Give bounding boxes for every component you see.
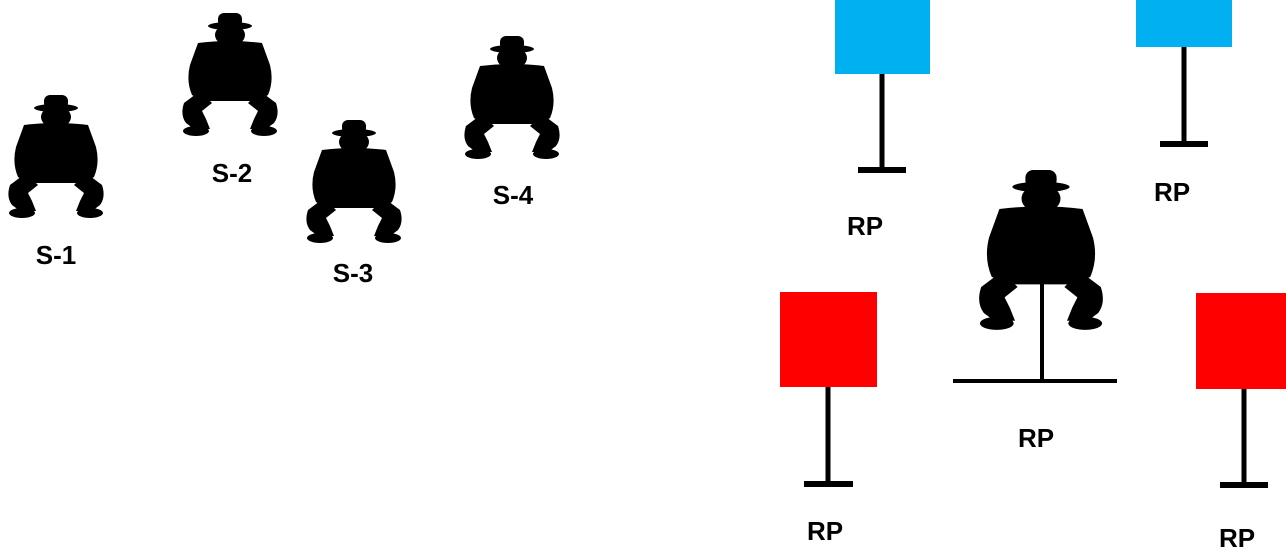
shooter-s2: S-2 xyxy=(182,13,278,188)
red-square-target-icon xyxy=(780,292,877,387)
shooter-label-s2: S-2 xyxy=(212,158,252,188)
shoot-target-1: RP xyxy=(780,292,877,546)
shooter-label-s4: S-4 xyxy=(493,180,534,210)
target-label-rp-center: RP xyxy=(1018,423,1054,453)
blue-square-target-icon xyxy=(835,0,930,74)
target-label-rp-2: RP xyxy=(1154,177,1190,207)
center-shooter: RP xyxy=(953,170,1117,453)
blue-square-target-icon xyxy=(1136,0,1232,47)
shooter-label-s3: S-3 xyxy=(333,258,373,288)
red-square-target-icon xyxy=(1196,293,1286,389)
no-shoot-target-1: RP xyxy=(835,0,930,241)
shooter-label-s1: S-1 xyxy=(36,240,76,270)
target-label-rp-1: RP xyxy=(847,211,883,241)
shooter-s3: S-3 xyxy=(306,120,402,288)
shooter-s1: S-1 xyxy=(8,95,104,270)
target-label-rp-3: RP xyxy=(807,516,843,546)
crouching-shooter-icon xyxy=(464,36,560,159)
no-shoot-target-2: RP xyxy=(1136,0,1232,207)
shooter-s4: S-4 xyxy=(464,36,560,210)
crouching-shooter-icon xyxy=(182,13,278,136)
crouching-shooter-icon xyxy=(8,95,104,218)
shoot-target-2: RP xyxy=(1196,293,1286,550)
crouching-shooter-icon xyxy=(306,120,402,243)
target-label-rp-4: RP xyxy=(1219,523,1255,550)
